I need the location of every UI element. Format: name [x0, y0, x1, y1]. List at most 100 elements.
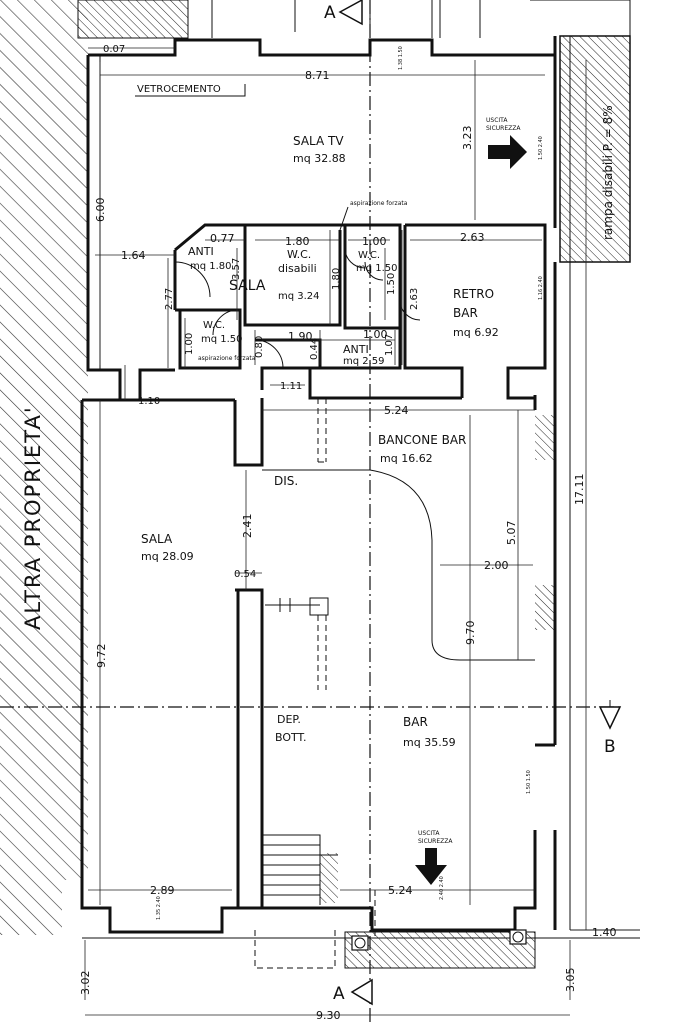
window-mark-right: 1.50 1.50: [526, 770, 532, 794]
exit-right-line2: SICUREZZA: [486, 125, 521, 132]
room-anti-top-name: ANTI: [188, 245, 214, 258]
counter-small: [265, 597, 329, 616]
room-wc-name: W.C.: [358, 250, 380, 261]
note-aspirazione-top: aspirazione forzata: [350, 200, 408, 207]
dim-3-02: 3.02: [79, 971, 92, 996]
room-sala-area: mq 28.09: [141, 550, 194, 563]
dim-5-24a: 5.24: [384, 404, 409, 417]
wc-block-walls: [173, 223, 462, 400]
room-sala-name: SALA: [141, 532, 173, 546]
outer-wall-left: [80, 398, 238, 934]
retro-bar-walls: [403, 223, 547, 400]
top-left-hatch: [77, 0, 189, 39]
section-b-label: B: [604, 737, 616, 757]
dashed-counter: [317, 398, 327, 690]
dim-1-90: 1.90: [288, 330, 313, 343]
window-mark-bottom-left: 1.35 2.40: [156, 896, 162, 920]
dim-8-71: 8.71: [305, 69, 330, 82]
neighbour-label: ALTRA PROPRIETA': [21, 405, 45, 630]
room-sala-tv-name: SALA TV: [293, 134, 344, 148]
room-dep-bott-name: DEP.: [277, 713, 301, 726]
room-bancone-bar-name: BANCONE BAR: [378, 433, 466, 447]
room-sala-small-area: mq 3.24: [278, 291, 320, 302]
right-small-hatch: [535, 415, 555, 460]
room-retro-bar-name: RETRO: [453, 287, 494, 301]
exit-right-line1: USCITA: [486, 117, 508, 124]
bancone-curve: [262, 469, 535, 661]
dim-2-41: 2.41: [241, 514, 254, 539]
window-mark-retro: 1.16 2.40: [538, 276, 544, 300]
dim-3-05: 3.05: [564, 968, 577, 993]
section-a-top-marker: [338, 0, 363, 26]
dashed-entrance: [254, 890, 376, 969]
section-a-bottom-marker: [350, 978, 373, 1006]
dim-1-64: 1.64: [121, 249, 146, 262]
stairs: [262, 834, 338, 905]
dim-9-72: 9.72: [95, 644, 108, 669]
room-anti-bottom-area: mq 2.59: [343, 356, 385, 367]
room-bar-area: mq 35.59: [403, 736, 456, 749]
room-dis-name: DIS.: [274, 474, 298, 488]
dim-0-54: 0.54: [234, 569, 256, 580]
room-retro-bar-sub: BAR: [453, 306, 478, 320]
room-wc-area: mq 1.50: [356, 263, 398, 274]
dimension-lines: [84, 47, 640, 1016]
dim-9-30: 9.30: [316, 1009, 341, 1022]
dim-1-80a: 1.80: [285, 235, 310, 248]
vent-symbol-right-circle: [512, 931, 524, 943]
exit-bottom-line1: USCITA: [418, 830, 440, 837]
dim-0-07: 0.07: [103, 44, 125, 55]
dim-5-24b: 5.24: [388, 884, 413, 897]
dim-1-40: 1.40: [592, 926, 617, 939]
room-bar-name: BAR: [403, 715, 428, 729]
note-aspirazione-top-leader: [339, 206, 349, 231]
dim-9-70: 9.70: [464, 621, 477, 646]
stair-hatch: [320, 853, 338, 903]
dim-0-44: 0.44: [309, 338, 320, 360]
dim-1-80b: 1.80: [331, 268, 342, 290]
exit-arrow-right: [488, 135, 527, 169]
vetrocemento-leader: [135, 84, 246, 97]
ramp-label: rampa disabili P. = 8%: [601, 105, 615, 240]
room-bancone-bar-area: mq 16.62: [380, 452, 433, 465]
exit-bottom-line2: SICUREZZA: [418, 838, 453, 845]
entrance-step-hatch: [344, 931, 536, 969]
section-b-marker: [598, 706, 622, 730]
room-dep-bott-sub: BOTT.: [275, 731, 306, 744]
room-wc-small-area: mq 1.50: [201, 334, 243, 345]
dim-1-00c: 1.00: [363, 328, 388, 341]
dim-6-00: 6.00: [94, 198, 107, 223]
room-sala-tv-area: mq 32.88: [293, 152, 346, 165]
dim-1-10: 1.10: [138, 396, 160, 407]
room-wc-small-name: W.C.: [203, 320, 225, 331]
dim-1-00a: 1.00: [362, 235, 387, 248]
dim-3-23: 3.23: [461, 126, 474, 151]
outer-wall-bottom: [236, 590, 537, 932]
right-small-hatch-2: [535, 585, 555, 630]
exit-arrow-down: [415, 848, 447, 885]
dim-1-00b: 1.00: [184, 333, 195, 355]
room-sala-small-name: SALA: [229, 278, 266, 294]
room-anti-top-area: mq 1.80: [190, 261, 232, 272]
dim-1-50: 1.50: [386, 273, 397, 295]
window-mark-bottom-right: 2.40 2.40: [439, 876, 445, 900]
room-retro-bar-area: mq 6.92: [453, 326, 499, 339]
dim-0-77: 0.77: [210, 232, 235, 245]
dim-0-80: 0.80: [254, 336, 265, 358]
dim-2-00: 2.00: [484, 559, 509, 572]
dim-2-63a: 2.63: [460, 231, 485, 244]
neighbour-hatch: [0, 0, 88, 935]
room-wc-disabili-sub: disabili: [278, 262, 317, 275]
section-a-bottom-label: A: [333, 984, 345, 1004]
dim-17-11: 17.11: [573, 474, 586, 506]
section-a-top-label: A: [324, 3, 336, 23]
dim-1-07: 1.07: [384, 334, 395, 356]
dim-2-89: 2.89: [150, 884, 175, 897]
window-mark-top: 1.38 1.50: [398, 46, 404, 70]
outer-wall-top: [86, 38, 555, 400]
dim-5-07: 5.07: [505, 521, 518, 546]
room-wc-disabili-name: W.C.: [287, 248, 311, 261]
note-aspirazione-bottom: aspirazione forzata: [198, 355, 256, 362]
vent-symbol-left-circle: [354, 937, 366, 949]
